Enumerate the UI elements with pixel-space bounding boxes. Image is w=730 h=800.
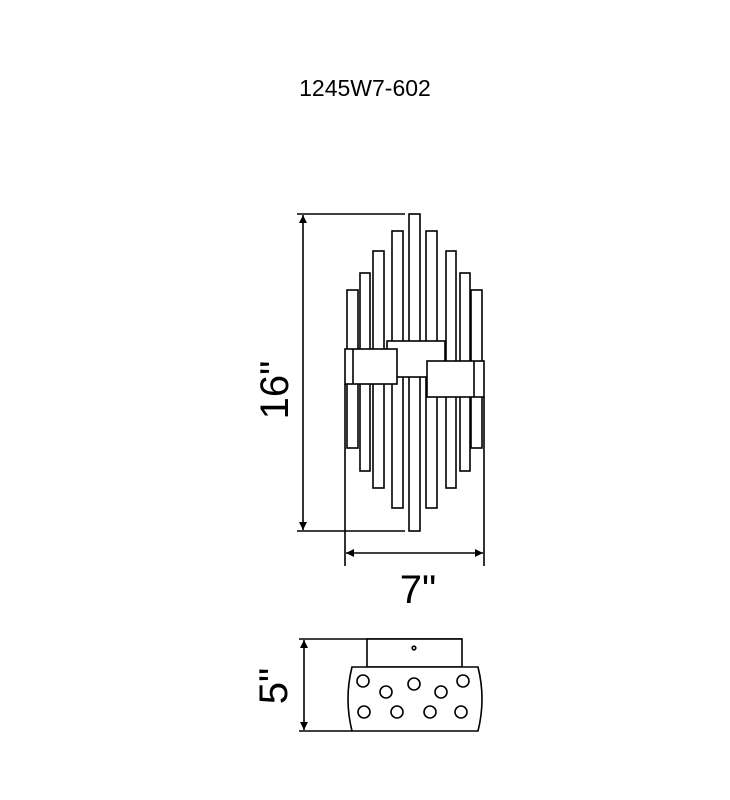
wall-plate bbox=[366, 638, 463, 668]
front-view: 16" 7" bbox=[253, 213, 485, 612]
width-label: 7" bbox=[400, 568, 436, 612]
depth-label: 5" bbox=[252, 668, 296, 704]
crystal-body bbox=[347, 666, 483, 732]
height-dimension: 16" bbox=[253, 213, 405, 532]
crystal-dots bbox=[356, 674, 470, 719]
top-view: 5" bbox=[252, 638, 483, 732]
right-block bbox=[426, 360, 485, 398]
screw-hole bbox=[411, 645, 417, 651]
model-number-title: 1245W7-602 bbox=[299, 75, 431, 101]
width-dimension: 7" bbox=[344, 384, 485, 612]
height-label: 16" bbox=[253, 361, 297, 420]
mounting-blocks bbox=[344, 340, 485, 398]
